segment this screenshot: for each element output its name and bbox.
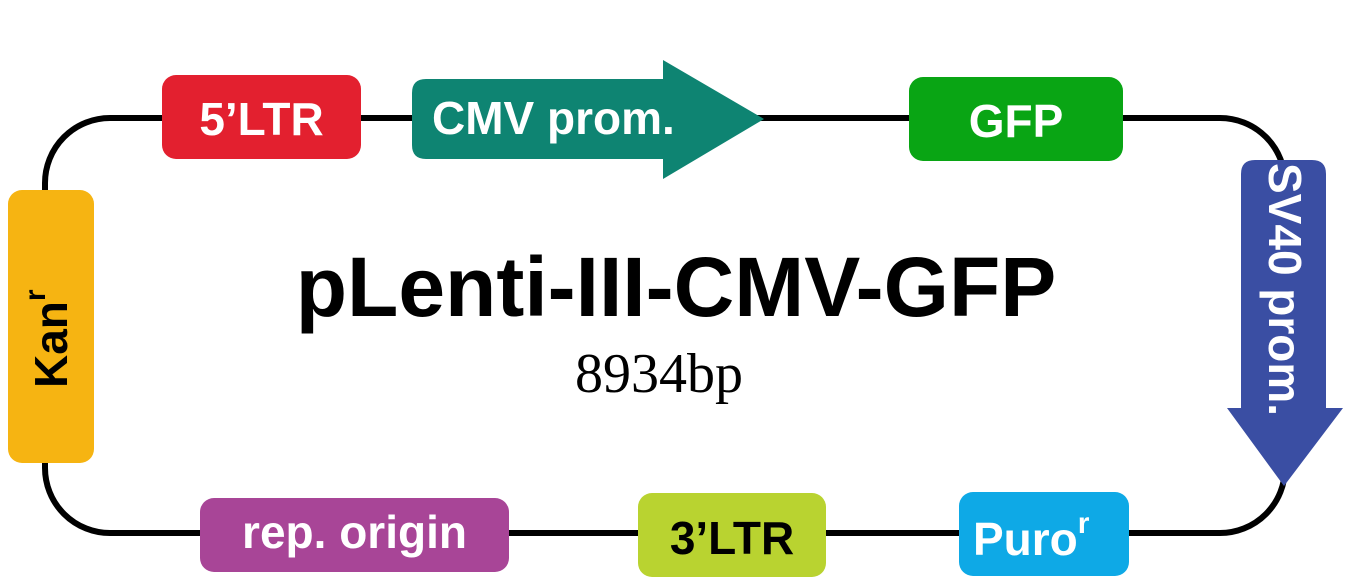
feature-kan-resistance-box: [8, 190, 94, 463]
feature-5-ltr[interactable]: 5’LTR: [162, 75, 361, 159]
feature-5-ltr-label: 5’LTR: [199, 93, 323, 145]
feature-kan-resistance-name: Kan: [25, 301, 77, 388]
feature-gfp-label: GFP: [969, 95, 1064, 147]
feature-rep-origin[interactable]: rep. origin: [200, 498, 509, 572]
feature-sv40-promoter-label: SV40 prom.: [1259, 163, 1311, 416]
feature-puro-resistance-name: Puro: [973, 513, 1078, 565]
feature-rep-origin-label: rep. origin: [242, 506, 467, 558]
feature-rep-origin-box: [200, 498, 509, 572]
feature-puro-resistance-superscript: r: [1078, 507, 1090, 540]
feature-gfp[interactable]: GFP: [909, 77, 1123, 161]
plasmid-name: pLenti-III-CMV-GFP: [296, 240, 1057, 334]
feature-puro-resistance-label: Puror: [973, 507, 1090, 565]
feature-puro-resistance[interactable]: Puror: [959, 492, 1129, 576]
feature-kan-resistance-superscript: r: [19, 289, 52, 301]
feature-kan-resistance[interactable]: Kanr: [8, 190, 94, 463]
feature-3-ltr-box: [638, 493, 826, 577]
feature-sv40-promoter-arrow: [1227, 160, 1343, 486]
plasmid-size: 8934bp: [575, 343, 743, 405]
feature-5-ltr-box: [162, 75, 361, 159]
feature-sv40-promoter[interactable]: SV40 prom.: [1227, 160, 1343, 486]
feature-3-ltr[interactable]: 3’LTR: [638, 493, 826, 577]
feature-cmv-promoter-arrow: [412, 60, 764, 179]
feature-kan-resistance-label: Kanr: [19, 289, 77, 388]
feature-3-ltr-label: 3’LTR: [670, 512, 794, 564]
feature-cmv-promoter-label: CMV prom.: [432, 92, 675, 144]
feature-cmv-promoter[interactable]: CMV prom.: [412, 60, 764, 179]
feature-puro-resistance-box: [959, 492, 1129, 576]
feature-gfp-box: [909, 77, 1123, 161]
